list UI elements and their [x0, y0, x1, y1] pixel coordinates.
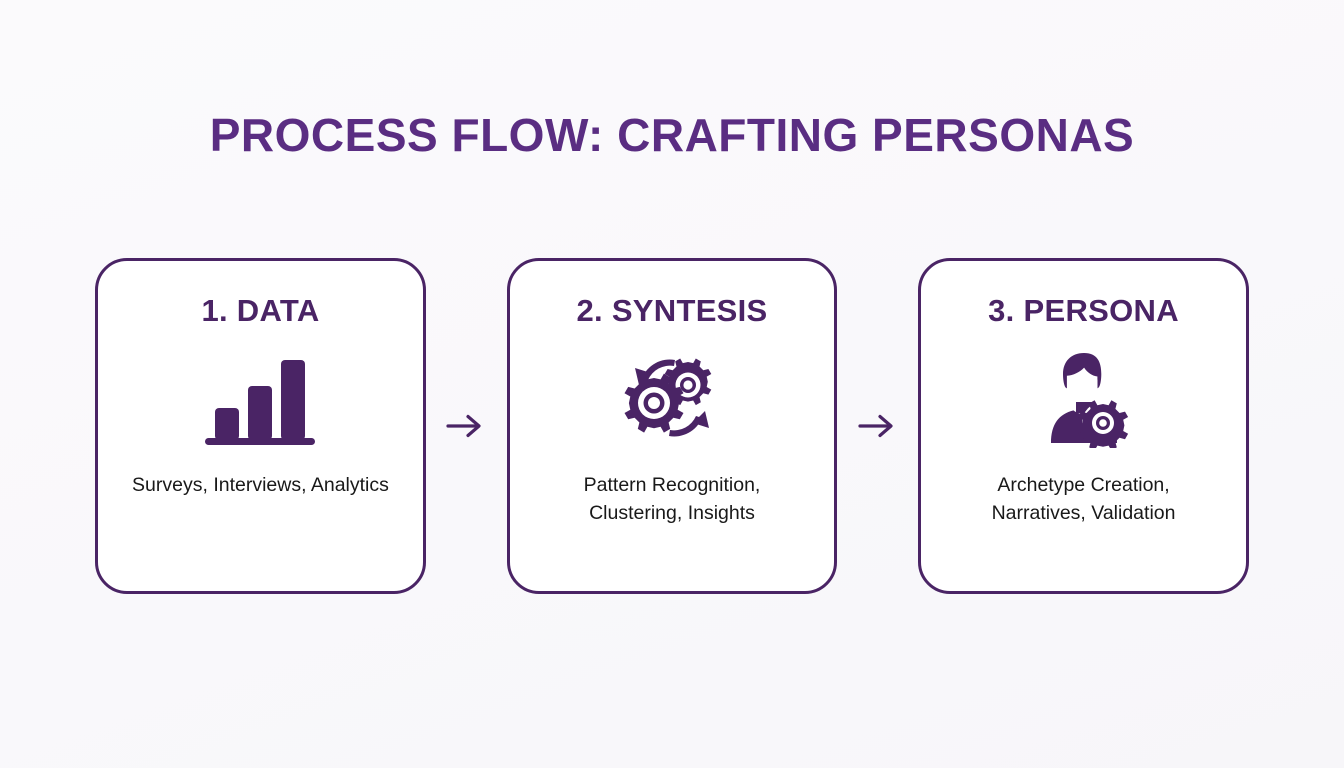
bar-chart-icon	[201, 348, 319, 448]
step-3-caption: Archetype Creation, Narratives, Validati…	[991, 474, 1176, 524]
step-1-heading: 1. DATA	[201, 293, 320, 328]
step-3-heading: 3. PERSONA	[988, 293, 1179, 328]
arrow-right-icon	[444, 411, 488, 441]
process-step-card-1[interactable]: 1. DATA Surveys, Interviews, Analytics	[95, 258, 426, 594]
gears-icon	[617, 348, 727, 448]
step-2-caption: Pattern Recognition, Clustering, Insight…	[583, 474, 761, 524]
connector-1	[426, 258, 507, 594]
arrow-right-icon	[856, 411, 900, 441]
page-title: PROCESS FLOW: CRAFTING PERSONAS	[209, 109, 1135, 161]
person-gear-icon	[1034, 348, 1134, 448]
process-step-card-2[interactable]: 2. SYNTESIS	[506, 258, 838, 594]
step-2-heading: 2. SYNTESIS	[576, 293, 768, 328]
connector-2	[837, 258, 918, 594]
process-step-card-3[interactable]: 3. PERSONA	[918, 258, 1249, 594]
step-1-caption: Surveys, Interviews, Analytics	[132, 474, 389, 496]
process-flow-row: 1. DATA Surveys, Interviews, Analytics	[95, 258, 1249, 594]
